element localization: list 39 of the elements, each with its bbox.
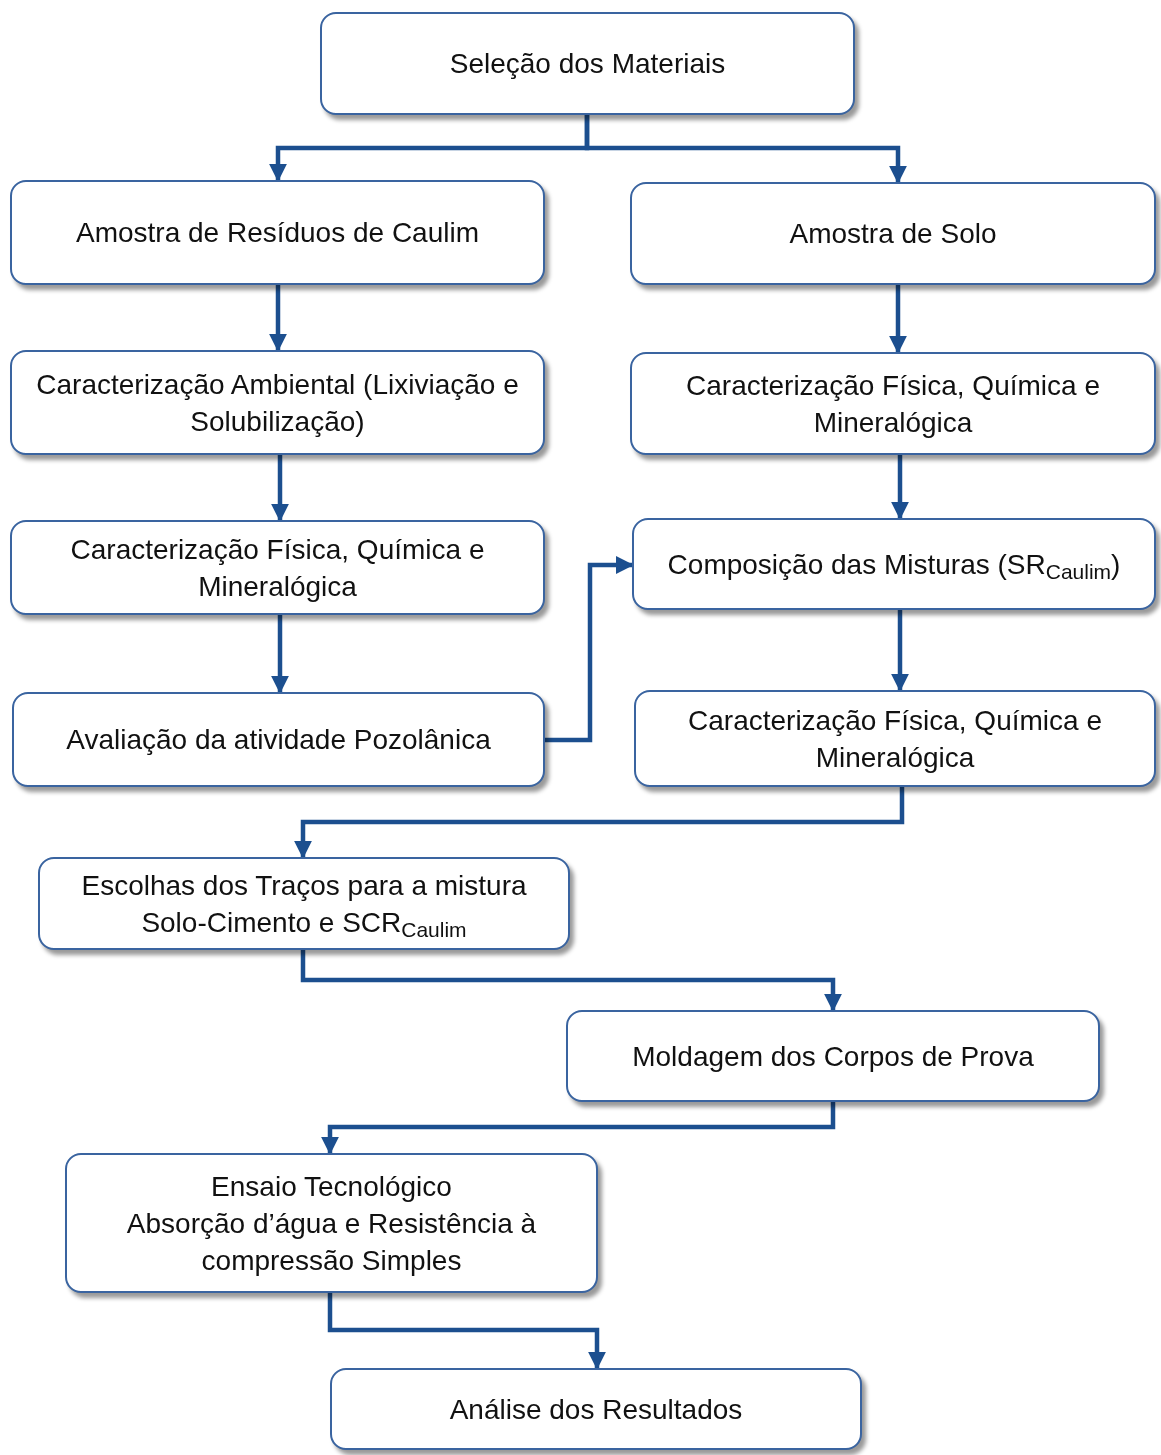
box-text: Avaliação da atividade Pozolânica — [66, 723, 491, 757]
arrow — [584, 115, 907, 184]
box-text: Caracterização Ambiental (Lixiviação e Solubilização) — [35, 367, 520, 439]
process-box — [320, 12, 855, 115]
arrow — [889, 285, 907, 354]
box-text: Seleção dos Materiais — [449, 47, 726, 81]
arrow — [300, 950, 842, 1012]
process-box — [10, 180, 545, 285]
box-text: Caracterização Física, Química e Mineralógica — [685, 368, 1101, 440]
arrow — [321, 1102, 836, 1155]
process-box — [12, 692, 545, 787]
process-box — [630, 352, 1156, 455]
box-text: Moldagem dos Corpos de Prova — [632, 1039, 1034, 1074]
box-text: Caracterização Física, Química e Mineralógica — [69, 532, 486, 604]
arrow — [271, 455, 289, 522]
box-text: Caracterização Física, Química e Mineralógica — [687, 703, 1103, 775]
process-box — [330, 1368, 862, 1450]
box-text: Amostra de Resíduos de Caulim — [75, 216, 480, 250]
box-text: Análise dos Resultados — [449, 1392, 743, 1427]
process-box — [65, 1153, 598, 1293]
arrow — [891, 610, 909, 692]
process-box — [38, 857, 570, 950]
process-box — [634, 690, 1156, 787]
arrow — [327, 1293, 606, 1370]
process-box — [632, 518, 1156, 610]
arrow — [271, 615, 289, 694]
process-box — [10, 520, 545, 615]
arrow — [891, 455, 909, 520]
box-text: Composição das Misturas (SR$_{Caulim}$) — [667, 547, 1121, 583]
box-text: Ensaio Tecnológico — [211, 1169, 452, 1204]
box-text: Amostra de Solo — [789, 217, 997, 251]
arrow — [294, 787, 905, 859]
arrow — [545, 556, 634, 743]
process-box — [630, 182, 1156, 285]
arrow — [269, 285, 287, 352]
box-text: Absorção d’água e Resistência à compressão Simples — [125, 1206, 538, 1278]
process-box — [10, 350, 545, 455]
box-text: Escolhas dos Traços para a mistura Solo-Cimento e SCR$_{Caulim}$ — [80, 868, 528, 941]
process-box — [566, 1010, 1100, 1102]
